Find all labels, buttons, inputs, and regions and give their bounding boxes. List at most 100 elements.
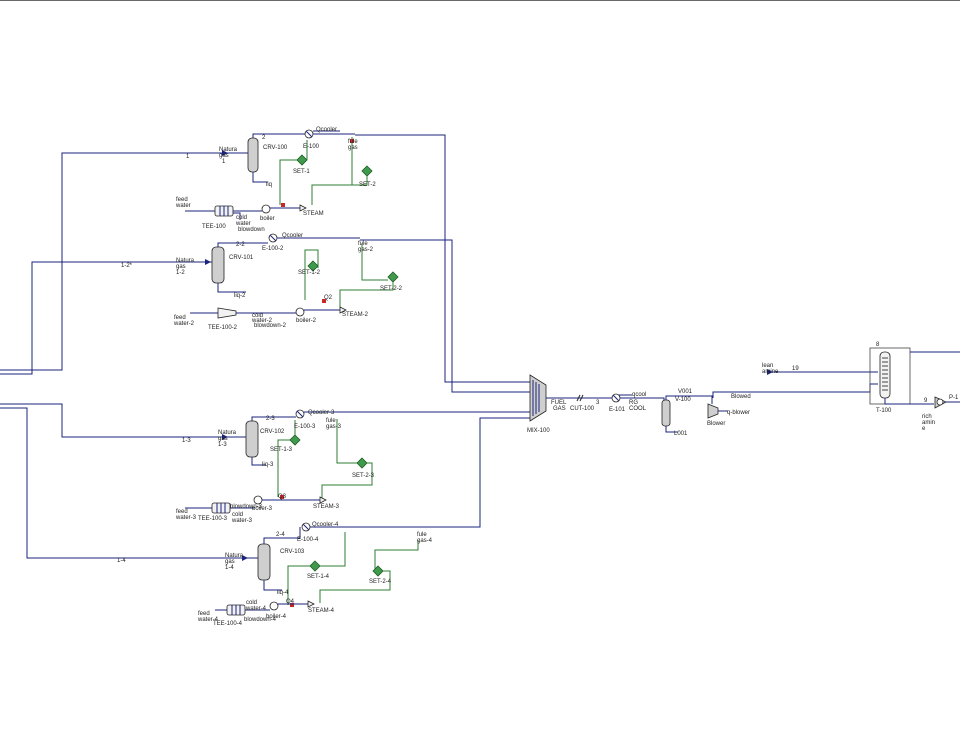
- stream-label: 2-2: [236, 242, 245, 248]
- separator-crv-100[interactable]: [247, 137, 259, 173]
- stream-label: gas: [225, 559, 235, 565]
- set-1-3[interactable]: [289, 434, 301, 446]
- equipment-label: CRV-101: [229, 255, 254, 261]
- set-1-2[interactable]: [307, 260, 319, 272]
- equipment-label: TEE-100-3: [198, 516, 228, 522]
- set-2-4[interactable]: [372, 565, 384, 577]
- stream-label: V001: [678, 389, 693, 395]
- stream-label: STEAM: [303, 211, 324, 217]
- equipment-label: T-100: [876, 408, 892, 414]
- stream-label: STEAM-3: [313, 504, 340, 510]
- stream-label: feed: [198, 611, 210, 617]
- set-2-3[interactable]: [356, 457, 368, 469]
- stream-label: q-blower: [727, 410, 750, 416]
- boiler-4[interactable]: [269, 601, 279, 611]
- stream-label: cold: [252, 313, 263, 319]
- separator-crv-101[interactable]: [211, 246, 225, 284]
- stream-label: gas-2: [358, 247, 374, 253]
- cut-100[interactable]: [576, 394, 581, 402]
- equipment-label: E-100-2: [262, 246, 284, 252]
- stream-label: Q3: [278, 494, 287, 500]
- equipment-label: E-100-3: [294, 424, 316, 430]
- stream-label: feed: [176, 509, 188, 515]
- downstream-train: [529, 374, 878, 433]
- stream-label: blowdown-4: [244, 617, 277, 623]
- stream-label: STEAM-4: [308, 608, 335, 614]
- stream-label: 1: [222, 159, 226, 165]
- equipment-label: E-101: [609, 407, 626, 413]
- stream-label: fule: [358, 241, 368, 247]
- stream-label: cold: [232, 512, 243, 518]
- stream-label: gas: [348, 145, 358, 151]
- stream-label: 1-2*: [121, 263, 133, 269]
- equipment-label: Blower: [707, 421, 725, 427]
- stream-label: STEAM-2: [342, 312, 369, 318]
- equipment-label: SET-2: [359, 182, 376, 188]
- stream-label: liq-3: [262, 462, 274, 468]
- equipment-label: CRV-103: [280, 549, 305, 555]
- stream-label: gas: [219, 153, 229, 159]
- vessel-v-100[interactable]: [661, 399, 671, 427]
- stream-label: 2-4: [276, 532, 285, 538]
- equipment-label: E-100: [303, 144, 320, 150]
- stream-label: Qcooler-3: [308, 410, 335, 416]
- stream-label: RG: [629, 400, 638, 406]
- boiler-3[interactable]: [253, 495, 263, 505]
- equipment-label: TEE-100: [202, 224, 226, 230]
- set-2-2[interactable]: [387, 271, 399, 283]
- equipment-label: TEE-100-4: [213, 621, 243, 627]
- equipment-label: SET-2-3: [352, 473, 375, 479]
- stream-label: 1-2: [176, 270, 185, 276]
- equipment-label: CRV-102: [260, 429, 285, 435]
- stream-label: water: [235, 221, 251, 227]
- equipment-label: boiler-2: [296, 318, 317, 324]
- stream-label: feed: [176, 197, 188, 203]
- stream-label: fule: [326, 418, 336, 424]
- compressor-blower[interactable]: [707, 403, 719, 419]
- stream-label: amin: [922, 420, 935, 426]
- mixer-mix-100[interactable]: [529, 374, 547, 422]
- equipment-label: SET-1-4: [307, 574, 330, 580]
- stream-label: 9: [924, 398, 928, 404]
- unit-1-labels: 1 Natura gas 1 CRV-100 liq 2 E-100 Qcool…: [175, 127, 376, 233]
- unit-2-labels: 1-2* Natura gas 1-2 CRV-101 liq-2 2-2 E-…: [121, 233, 403, 331]
- equipment-label: CRV-100: [263, 145, 288, 151]
- absorber-labels: lean amine 19 8 9 T-100 rich amin e P-1: [762, 342, 959, 432]
- downstream-labels: MIX-100 FUEL GAS CUT-100 3 E-101 qcool R…: [527, 389, 751, 437]
- equipment-label: boiler-4: [266, 614, 287, 620]
- equipment-label: TEE-100-2: [208, 325, 238, 331]
- separator-crv-103[interactable]: [257, 543, 271, 581]
- unit-3: [185, 409, 373, 514]
- tee-100-2[interactable]: [217, 307, 237, 319]
- stream-label: 1-4: [225, 565, 234, 571]
- stream-label: water-2: [173, 321, 195, 327]
- equipment-label: SET-1: [293, 169, 310, 175]
- stream-label: Qcooler: [316, 127, 337, 133]
- set-1-4[interactable]: [309, 560, 321, 572]
- set-2[interactable]: [361, 165, 373, 177]
- stream-label: GAS: [553, 406, 566, 412]
- stream-label: COOL: [629, 406, 647, 412]
- set-1[interactable]: [296, 154, 308, 166]
- stream-label: water-4: [197, 617, 219, 623]
- equipment-label: P-1: [949, 395, 959, 401]
- stream-label: blowdown: [238, 227, 265, 233]
- column-t-100[interactable]: [879, 351, 891, 399]
- equipment-label: SET-1-3: [270, 447, 293, 453]
- stream-label: 8: [876, 342, 880, 348]
- stream-label: Natura: [176, 258, 195, 264]
- stream-label: e: [922, 426, 926, 432]
- stream-label: water: [175, 203, 191, 209]
- stream-label: Blowed: [731, 394, 751, 400]
- boiler-1[interactable]: [261, 204, 271, 214]
- stream-label: water-3: [231, 518, 253, 524]
- separator-crv-102[interactable]: [245, 420, 259, 458]
- stream-label: 1-3: [218, 442, 227, 448]
- stream-label: Natura: [218, 430, 237, 436]
- boiler-2[interactable]: [295, 307, 305, 317]
- stream-label: cold: [236, 215, 247, 221]
- stream-label: Q4: [286, 599, 295, 605]
- stream-label: water-3: [175, 515, 197, 521]
